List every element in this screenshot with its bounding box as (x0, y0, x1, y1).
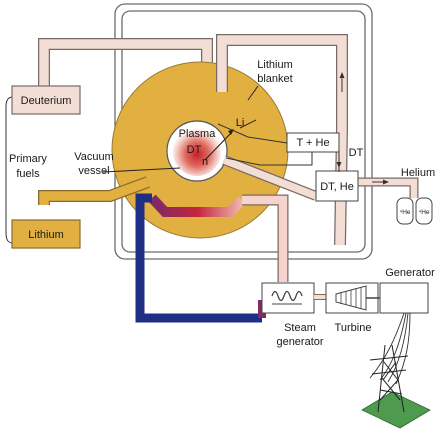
primary-fuels-label-line2: fuels (16, 168, 40, 180)
lithium-blanket-label-line1: Lithium (257, 59, 292, 71)
t-he-label: T + He (296, 137, 329, 149)
power-line-2 (379, 312, 407, 381)
helium-tank-left (396, 197, 414, 225)
helium-tank-right (415, 197, 433, 225)
coolant-hot-segment (148, 194, 246, 217)
coolant-hot-pipe (242, 195, 288, 282)
flow-arrowhead-up (339, 72, 345, 78)
dt-he-box (315, 170, 359, 202)
exhaust-pipe (222, 156, 318, 200)
lithium-loop-pipe (217, 35, 347, 246)
dt-label: DT (349, 147, 364, 159)
neutron-arrowhead (228, 129, 234, 135)
li-to-the-line (217, 123, 288, 144)
primary-fuels-label-line1: Primary (9, 153, 47, 165)
recycle-line (225, 152, 313, 166)
plasma-label: Plasma (179, 128, 217, 140)
deuterium-label: Deuterium (21, 95, 72, 107)
lithium-blanket-label-line2: blanket (257, 73, 292, 85)
plasma-core (173, 128, 221, 176)
power-pylon (369, 344, 409, 413)
helium-label: Helium (401, 167, 435, 179)
power-line-4 (395, 312, 411, 385)
vacuum-vessel-label-line1: Vacuum (74, 151, 114, 163)
steam-generator-label-line1: Steam (284, 322, 316, 334)
steam-coil (271, 290, 303, 302)
ground-patch (361, 391, 431, 429)
dt-return-arrowhead (336, 162, 342, 168)
lithium-blanket-pointer (247, 85, 259, 101)
lithium-label: Lithium (28, 229, 63, 241)
generator-label: Generator (385, 267, 435, 279)
turbine-label: Turbine (335, 322, 372, 334)
power-line-3 (387, 312, 409, 383)
steam-generator-label-line2: generator (276, 336, 323, 348)
steam-generator-box (261, 282, 315, 314)
helium-pipe (358, 178, 418, 198)
neutron-arrow (204, 131, 233, 161)
vacuum-vessel-label-line2: vessel (78, 165, 109, 177)
neutron-label: n (202, 156, 208, 168)
primary-fuels-bracket (5, 95, 21, 245)
lithium-pipe (39, 177, 150, 205)
power-line-1 (369, 312, 405, 379)
vacuum-vessel-pointer (102, 167, 181, 173)
lithium-tank (11, 219, 81, 249)
helium-arrowhead (383, 179, 389, 185)
li-arrow (239, 119, 257, 129)
helium-tank-right-label: ⁴He (418, 209, 429, 216)
li-label: Li (236, 117, 245, 129)
generator-box (379, 282, 429, 314)
helium-tank-left-label: ⁴He (399, 209, 410, 216)
dt-he-label: DT, He (320, 181, 354, 193)
deuterium-tank (11, 85, 81, 115)
plasma-dt-label: DT (187, 144, 202, 156)
